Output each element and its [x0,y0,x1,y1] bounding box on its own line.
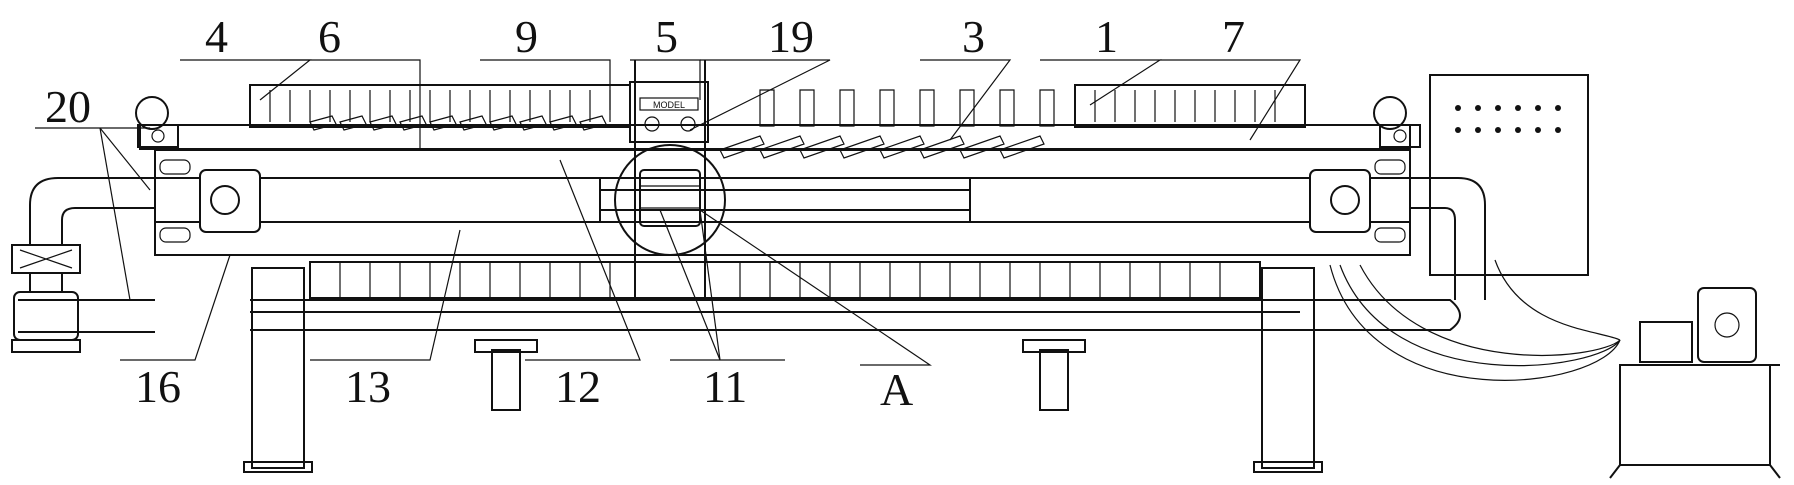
label-19: 19 [768,11,814,62]
label-20: 20 [45,81,91,132]
center-carriage: MODEL [629,60,709,300]
top-beam [135,96,1421,150]
label-12: 12 [555,361,601,412]
filter-plates-right-open [719,84,1306,159]
label-9: 9 [515,11,538,62]
filter-plates-lower [309,261,1261,299]
inlet-pipe [11,177,155,353]
leader-lines [35,59,1302,366]
control-cabinet [1410,74,1589,300]
hydraulic-hoses [1329,259,1621,381]
label-13: 13 [345,361,391,412]
label-5: 5 [655,11,678,62]
label-6: 6 [318,11,341,62]
label-3: 3 [962,11,985,62]
label-4: 4 [205,11,228,62]
detail-circle-a [614,144,726,256]
lower-rails [250,299,1461,331]
support-legs [243,267,1323,473]
filter-plates-left [249,84,631,131]
label-1: 1 [1095,11,1118,62]
label-11: 11 [703,361,747,412]
main-frame [154,149,1411,256]
label-7: 7 [1222,11,1245,62]
label-a: A [880,364,913,415]
hydraulic-station [1609,287,1781,479]
nameplate-text: MODEL [653,100,685,110]
label-16: 16 [135,361,181,412]
